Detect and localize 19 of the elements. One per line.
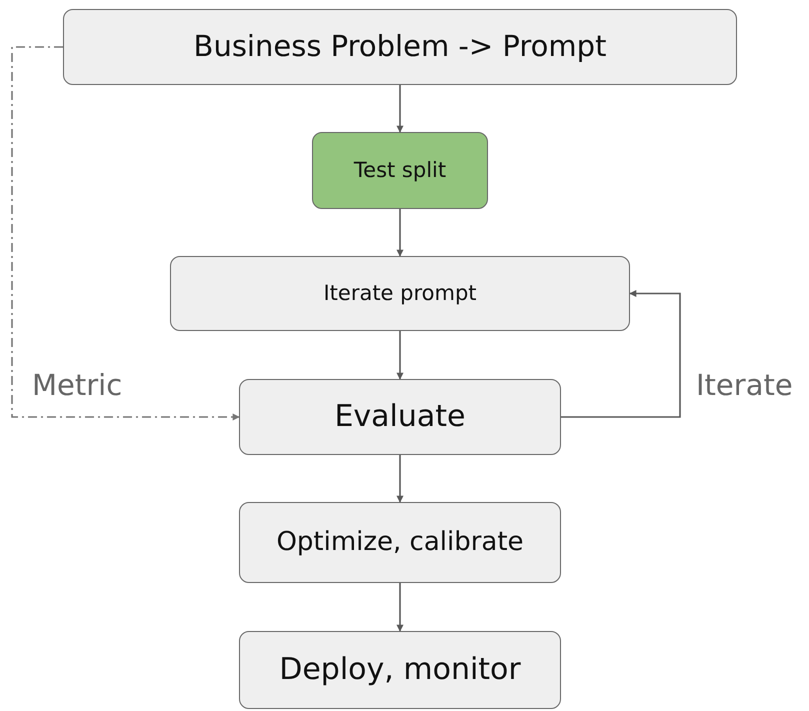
box-label: Optimize, calibrate [275,528,525,558]
process-box [239,502,561,583]
arrow [396,85,404,133]
arrow [561,290,681,418]
process-box [312,132,488,209]
box-label: Test split [352,158,448,183]
process-box [239,631,561,709]
process-box [170,256,630,331]
process-box [239,379,561,455]
arrow [396,583,404,632]
arrow [396,331,404,380]
box-label: Iterate prompt [322,281,478,306]
box-label: Evaluate [333,400,467,434]
arrow [396,455,404,503]
arrow [396,209,404,257]
process-box [63,9,737,85]
box-label: Deploy, monitor [278,652,522,688]
arrow [11,46,240,420]
box-label: Business Problem -> Prompt [192,30,608,64]
